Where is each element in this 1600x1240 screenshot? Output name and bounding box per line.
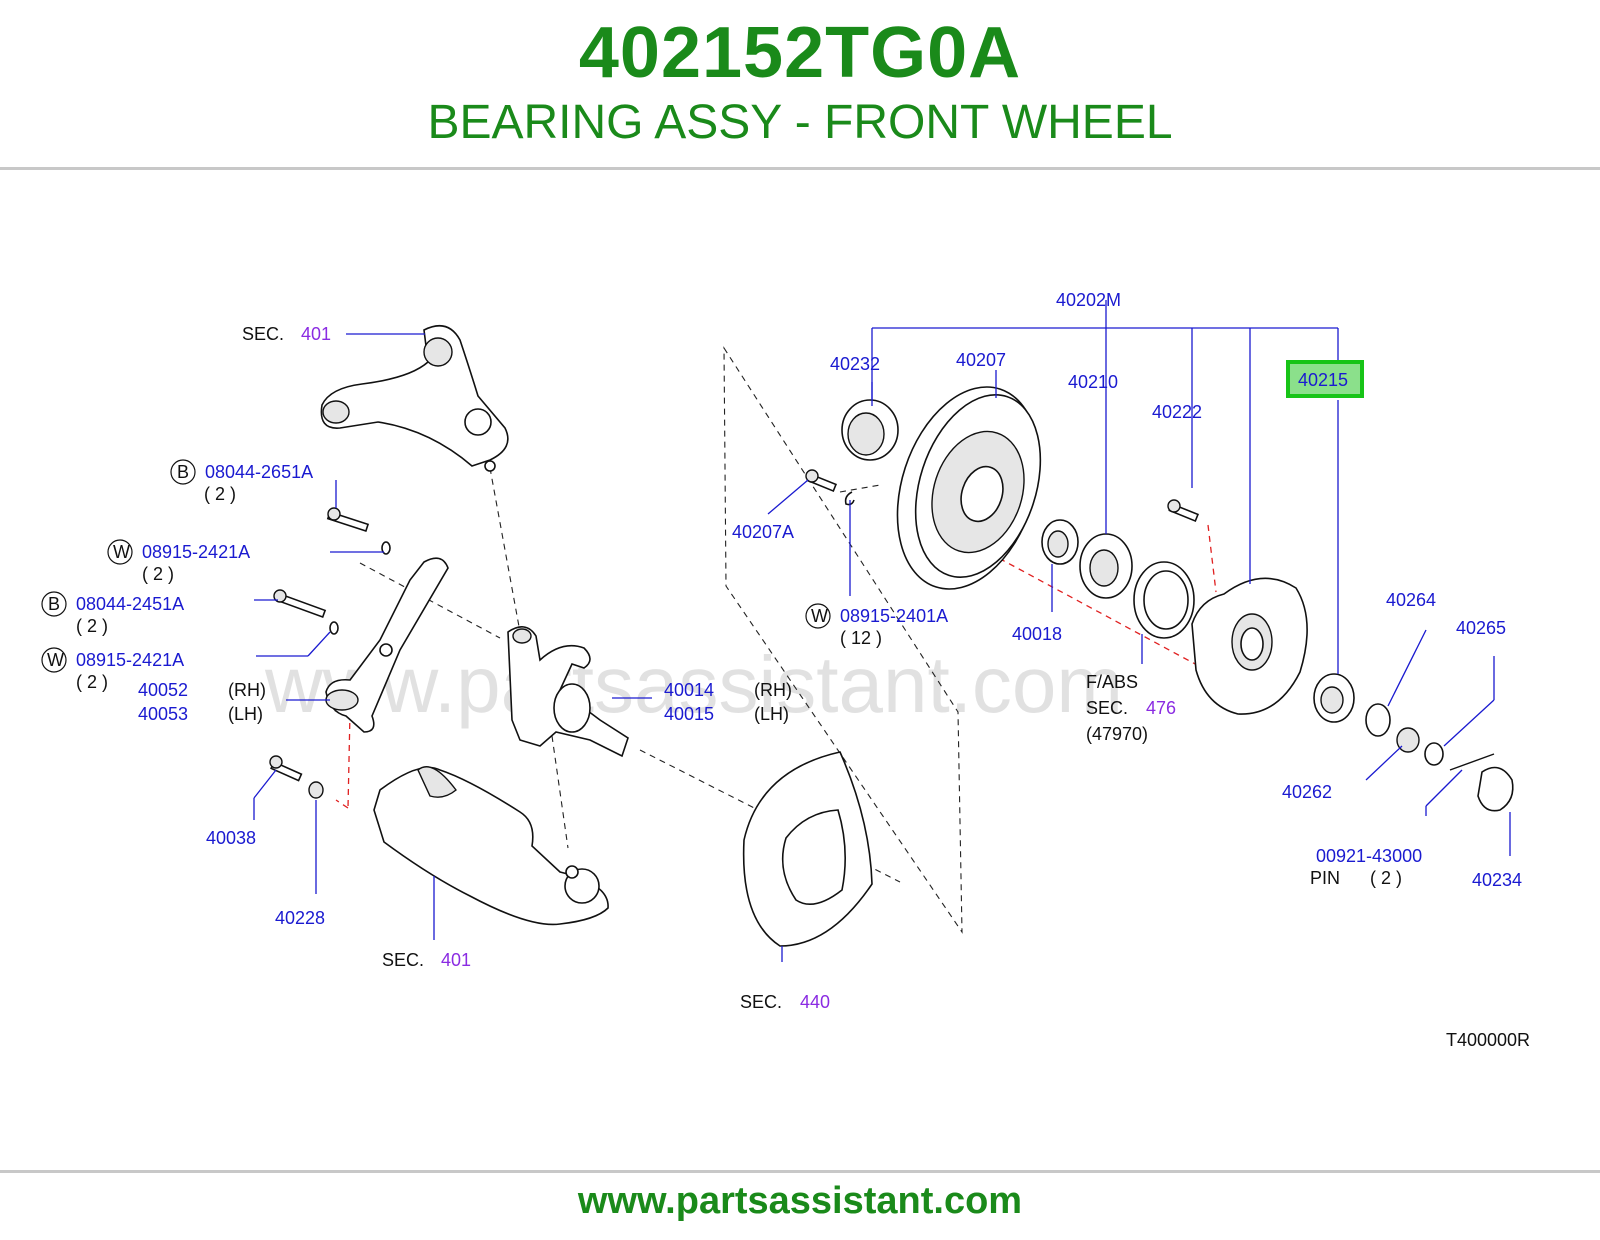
qty-label: ( 2 )	[1370, 868, 1402, 888]
red-assembly-line	[1207, 524, 1217, 593]
hub-bolt-40222	[1167, 499, 1200, 523]
section-401-link[interactable]: 401	[301, 324, 331, 344]
bearing-40018	[1041, 519, 1079, 565]
bearing-seal-40232	[841, 399, 899, 461]
sec-label: SEC.	[1086, 698, 1128, 718]
nut-40228	[308, 781, 324, 799]
bolt-40038	[269, 755, 303, 782]
side-label: (RH)	[754, 680, 792, 700]
washer-w-glyph: W	[113, 542, 130, 562]
qty-label: ( 12 )	[840, 628, 882, 648]
part-label-08915-2421a[interactable]: 08915-2421A	[76, 650, 184, 670]
side-label: (LH)	[754, 704, 789, 724]
red-assembly-line	[347, 711, 351, 809]
axis-line	[551, 735, 569, 849]
part-label-47970: (47970)	[1086, 724, 1148, 744]
part-label-40018[interactable]: 40018	[1012, 624, 1062, 644]
section-476-link[interactable]: 476	[1146, 698, 1176, 718]
bolt-40207a	[805, 469, 838, 493]
part-label-40222[interactable]: 40222	[1152, 402, 1202, 422]
upper-control-arm	[320, 324, 509, 472]
part-label-40264[interactable]: 40264	[1386, 590, 1436, 610]
washer-w-icon	[107, 539, 133, 565]
part-label-40038[interactable]: 40038	[206, 828, 256, 848]
part-label-40202m[interactable]: 40202M	[1056, 290, 1121, 310]
footer-url-link[interactable]: www.partsassistant.com	[577, 1180, 1023, 1222]
bolt-08044-2651a	[326, 507, 370, 533]
washer-w-glyph: W	[47, 650, 64, 670]
part-label-00921-43000[interactable]: 00921-43000	[1316, 846, 1422, 866]
leader-lines	[253, 300, 1511, 962]
disc-rotor	[896, 386, 1042, 590]
part-label-40015[interactable]: 40015	[664, 704, 714, 724]
sec-label: SEC.	[382, 950, 424, 970]
fabs-label: F/ABS	[1086, 672, 1138, 692]
lock-40265	[1424, 742, 1444, 766]
sec-label: SEC.	[740, 992, 782, 1012]
cotter-pin	[1449, 753, 1495, 771]
part-label-40265[interactable]: 40265	[1456, 618, 1506, 638]
section-401-link[interactable]: 401	[441, 950, 471, 970]
part-label-40234[interactable]: 40234	[1472, 870, 1522, 890]
assembly-boundary	[723, 346, 963, 934]
sec-label: SEC.	[242, 324, 284, 344]
bolt-08044-2451a	[273, 589, 327, 619]
part-description: BEARING ASSY - FRONT WHEEL	[427, 96, 1173, 149]
washer-08915-2421a-bottom	[329, 621, 339, 635]
bearing-40210	[1079, 533, 1133, 599]
dust-shield	[742, 751, 873, 947]
pin-label: PIN	[1310, 868, 1340, 888]
bolt-b-icon	[170, 459, 196, 485]
bolt-b-icon	[41, 591, 67, 617]
highlight-box	[1286, 360, 1364, 398]
part-label-08044-2451a[interactable]: 08044-2451A	[76, 594, 184, 614]
part-label-40232[interactable]: 40232	[830, 354, 880, 374]
part-label-40053[interactable]: 40053	[138, 704, 188, 724]
part-number-title: 402152TG0A	[578, 13, 1022, 93]
part-label-08044-2651a[interactable]: 08044-2651A	[205, 462, 313, 482]
axis-line	[839, 484, 881, 493]
watermark-text: www.partsassistant.com	[264, 640, 1123, 729]
part-label-40215-highlighted[interactable]: 40215	[1298, 370, 1348, 390]
header-divider	[0, 167, 1600, 170]
drawing-code: T400000R	[1446, 1030, 1530, 1050]
red-assembly-line	[335, 799, 349, 809]
washer-w-glyph: W	[811, 606, 828, 626]
washer-w-icon	[41, 647, 67, 673]
bolt-b-glyph: B	[48, 594, 60, 614]
section-440-link[interactable]: 440	[800, 992, 830, 1012]
part-label-40207a[interactable]: 40207A	[732, 522, 794, 542]
washer-w-icon	[805, 603, 831, 629]
axis-line	[359, 562, 501, 639]
qty-label: ( 2 )	[76, 672, 108, 692]
part-label-08915-2421a[interactable]: 08915-2421A	[142, 542, 250, 562]
wheel-hub	[1191, 577, 1308, 715]
part-label-40207[interactable]: 40207	[956, 350, 1006, 370]
washer-40264	[1365, 703, 1391, 737]
outer-bearing-40215	[1313, 673, 1355, 723]
sensor-rotor-47970	[1133, 561, 1195, 639]
knuckle-arm	[325, 557, 449, 733]
part-label-40014[interactable]: 40014	[664, 680, 714, 700]
axis-line	[489, 467, 521, 633]
grease-cap-40234	[1477, 766, 1514, 812]
part-label-40228[interactable]: 40228	[275, 908, 325, 928]
qty-label: ( 2 )	[204, 484, 236, 504]
bolt-b-glyph: B	[177, 462, 189, 482]
side-label: (RH)	[228, 680, 266, 700]
side-label: (LH)	[228, 704, 263, 724]
qty-label: ( 2 )	[76, 616, 108, 636]
washer-08915-2421a-top	[381, 541, 391, 555]
lower-control-arm	[373, 766, 609, 926]
washer-08915-2401a	[844, 491, 855, 506]
steering-knuckle	[507, 626, 629, 758]
part-label-40210[interactable]: 40210	[1068, 372, 1118, 392]
footer-divider	[0, 1170, 1600, 1173]
qty-label: ( 2 )	[142, 564, 174, 584]
part-label-08915-2401a[interactable]: 08915-2401A	[840, 606, 948, 626]
nut-40262	[1396, 727, 1420, 753]
part-label-40262[interactable]: 40262	[1282, 782, 1332, 802]
part-label-40052[interactable]: 40052	[138, 680, 188, 700]
